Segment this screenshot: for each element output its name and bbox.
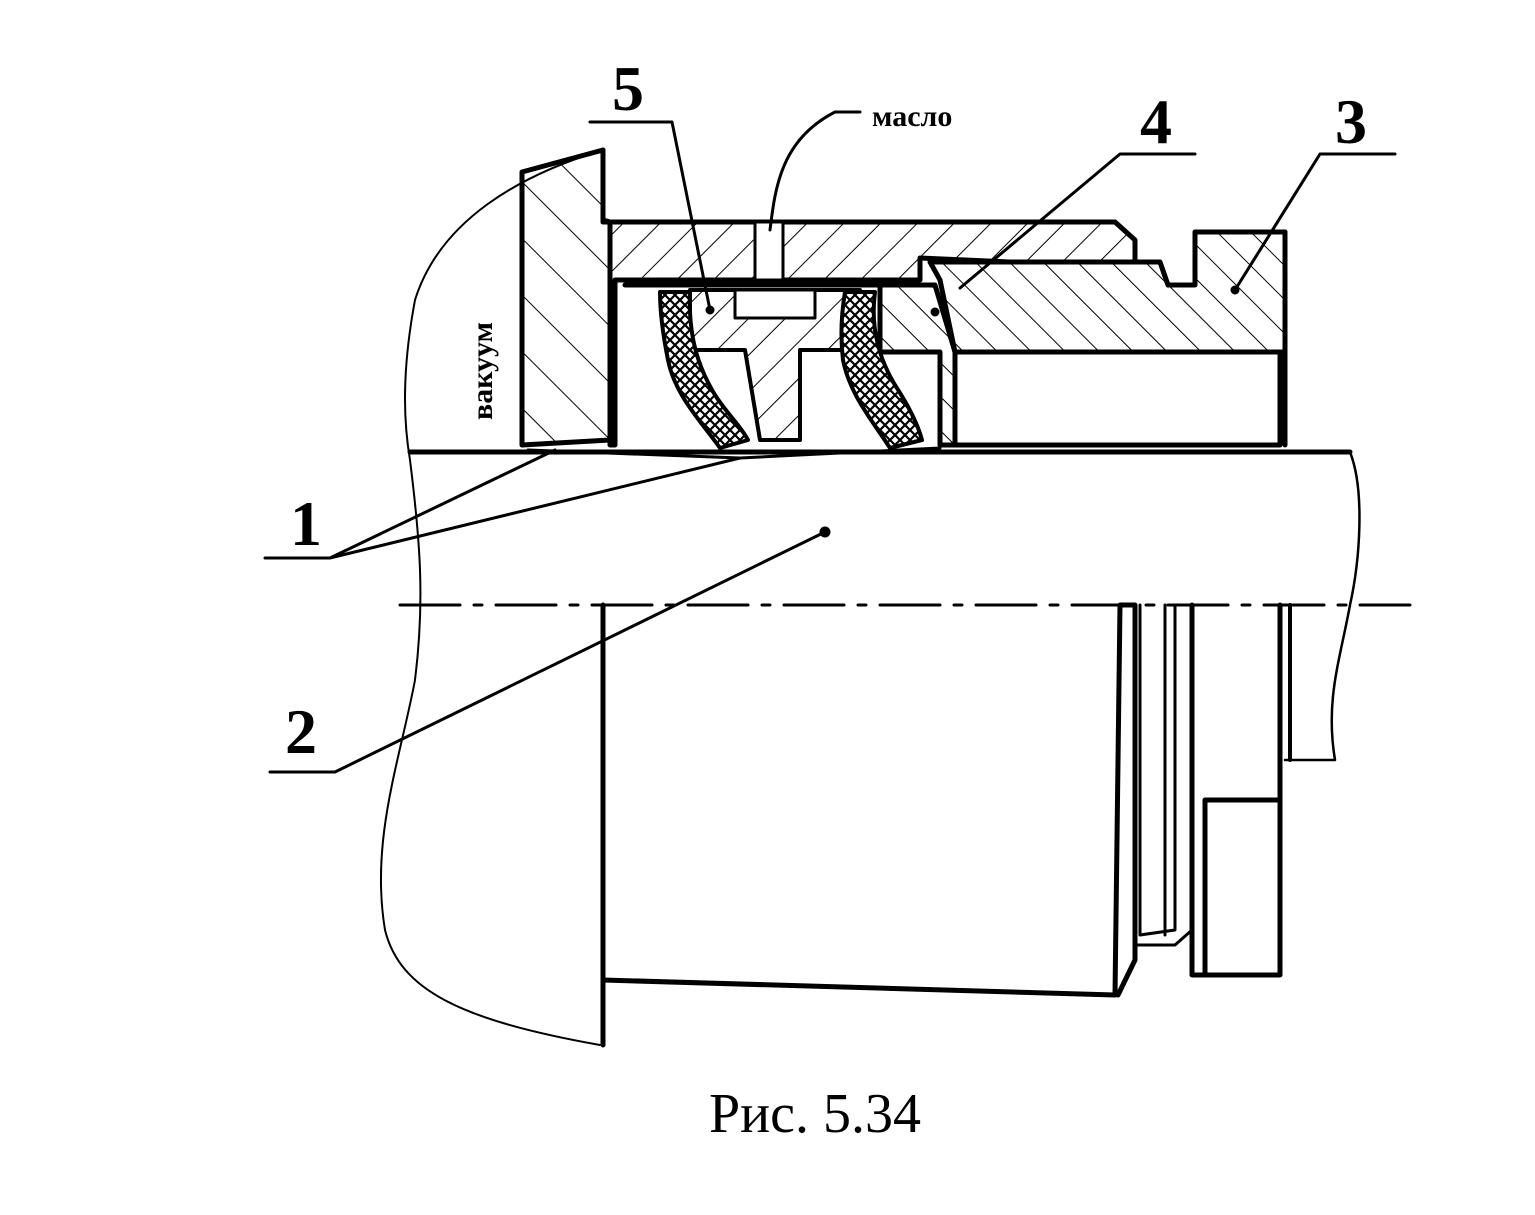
housing-flange bbox=[519, 147, 613, 448]
nut-step bbox=[1133, 928, 1194, 947]
label-vacuum: вакуум bbox=[466, 322, 499, 420]
ring-part-3 bbox=[927, 229, 1288, 355]
label-part-4: 4 bbox=[1140, 86, 1172, 157]
lip-seal-left bbox=[658, 290, 750, 450]
housing-sleeve bbox=[600, 219, 1138, 448]
figure-caption: Рис. 5.34 bbox=[709, 1083, 921, 1145]
leader-2 bbox=[268, 530, 827, 774]
label-part-2: 2 bbox=[285, 696, 317, 767]
leader-5-dot bbox=[705, 305, 715, 315]
label-oil: масло bbox=[872, 100, 952, 133]
nut-lower bbox=[1189, 602, 1283, 978]
leader-oil bbox=[768, 110, 862, 232]
label-part-1: 1 bbox=[290, 488, 322, 559]
leader-2-dot bbox=[819, 526, 831, 538]
leader-4 bbox=[958, 152, 1197, 290]
shaft-sleeve-groove bbox=[1138, 603, 1177, 937]
seal-oil-groove bbox=[733, 288, 817, 320]
leader-3-dot bbox=[1230, 285, 1240, 295]
label-part-5: 5 bbox=[612, 53, 644, 124]
leader-1 bbox=[263, 448, 742, 560]
leader-5 bbox=[588, 120, 712, 312]
lip-seal-right bbox=[839, 290, 924, 450]
shaft-end-break bbox=[1283, 450, 1361, 762]
bush-bore bbox=[952, 349, 1283, 448]
leader-3 bbox=[1233, 152, 1397, 292]
oil-channel bbox=[753, 220, 785, 282]
label-part-3: 3 bbox=[1335, 86, 1367, 157]
leader-4-dot bbox=[930, 307, 940, 317]
break-line-left bbox=[379, 149, 604, 1046]
carrier-part-4 bbox=[622, 282, 958, 448]
shaft-sleeve-lower bbox=[600, 602, 1138, 1048]
